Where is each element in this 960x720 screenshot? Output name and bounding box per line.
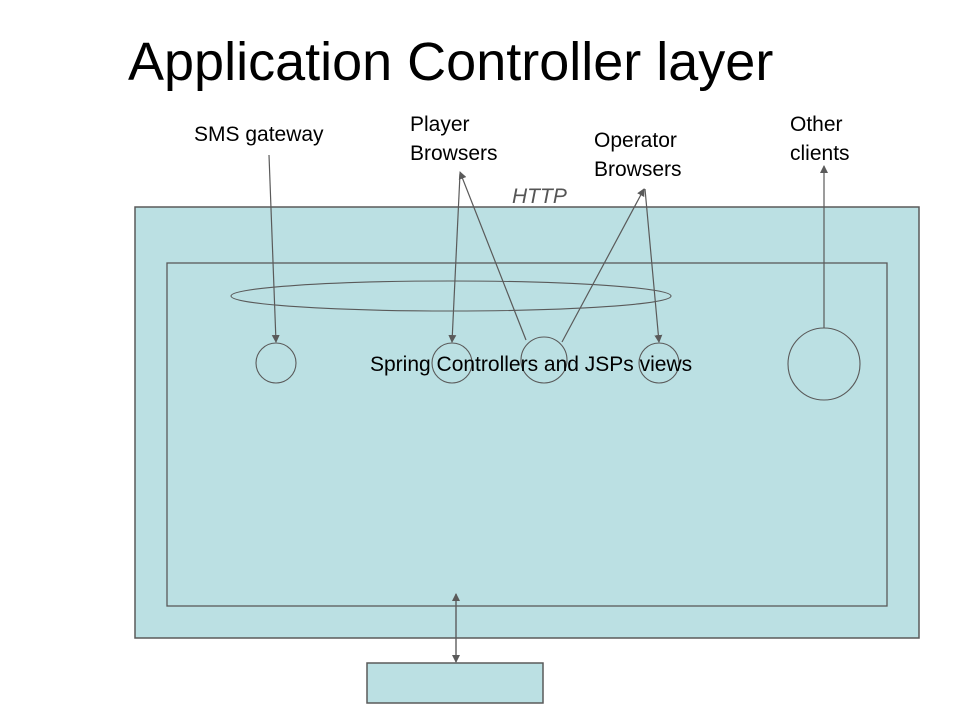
http-protocol-label: HTTP (512, 185, 567, 208)
shared-controller-circle (520, 336, 568, 384)
controllers-label: Spring Controllers and JSPs views (370, 353, 692, 376)
sms-controller-circle (255, 342, 297, 384)
player-controller-circle (431, 342, 473, 384)
operator-to-controller-arrow (644, 188, 663, 343)
operator-controller-circle (638, 342, 680, 384)
operator-browsers-label-line1: Operator (594, 129, 677, 152)
player-browsers-label-line2: Browsers (410, 142, 498, 165)
controller-to-operator-arrow (561, 188, 645, 343)
slide-title: Application Controller layer (128, 32, 773, 92)
sms-gateway-label: SMS gateway (194, 123, 324, 146)
sms-to-controller-arrow (268, 154, 280, 343)
application-layer-box (134, 206, 920, 639)
lower-layer-box (366, 662, 544, 704)
controller-to-player-arrow (458, 171, 527, 341)
player-browsers-label-line1: Player (410, 113, 470, 136)
other-clients-label-line1: Other (790, 113, 843, 136)
web-container-box (166, 262, 888, 607)
player-to-controller-arrow (448, 173, 461, 343)
operator-browsers-label-line2: Browsers (594, 158, 682, 181)
other-clients-label-line2: clients (790, 142, 850, 165)
http-endpoint-ellipse (230, 280, 672, 312)
